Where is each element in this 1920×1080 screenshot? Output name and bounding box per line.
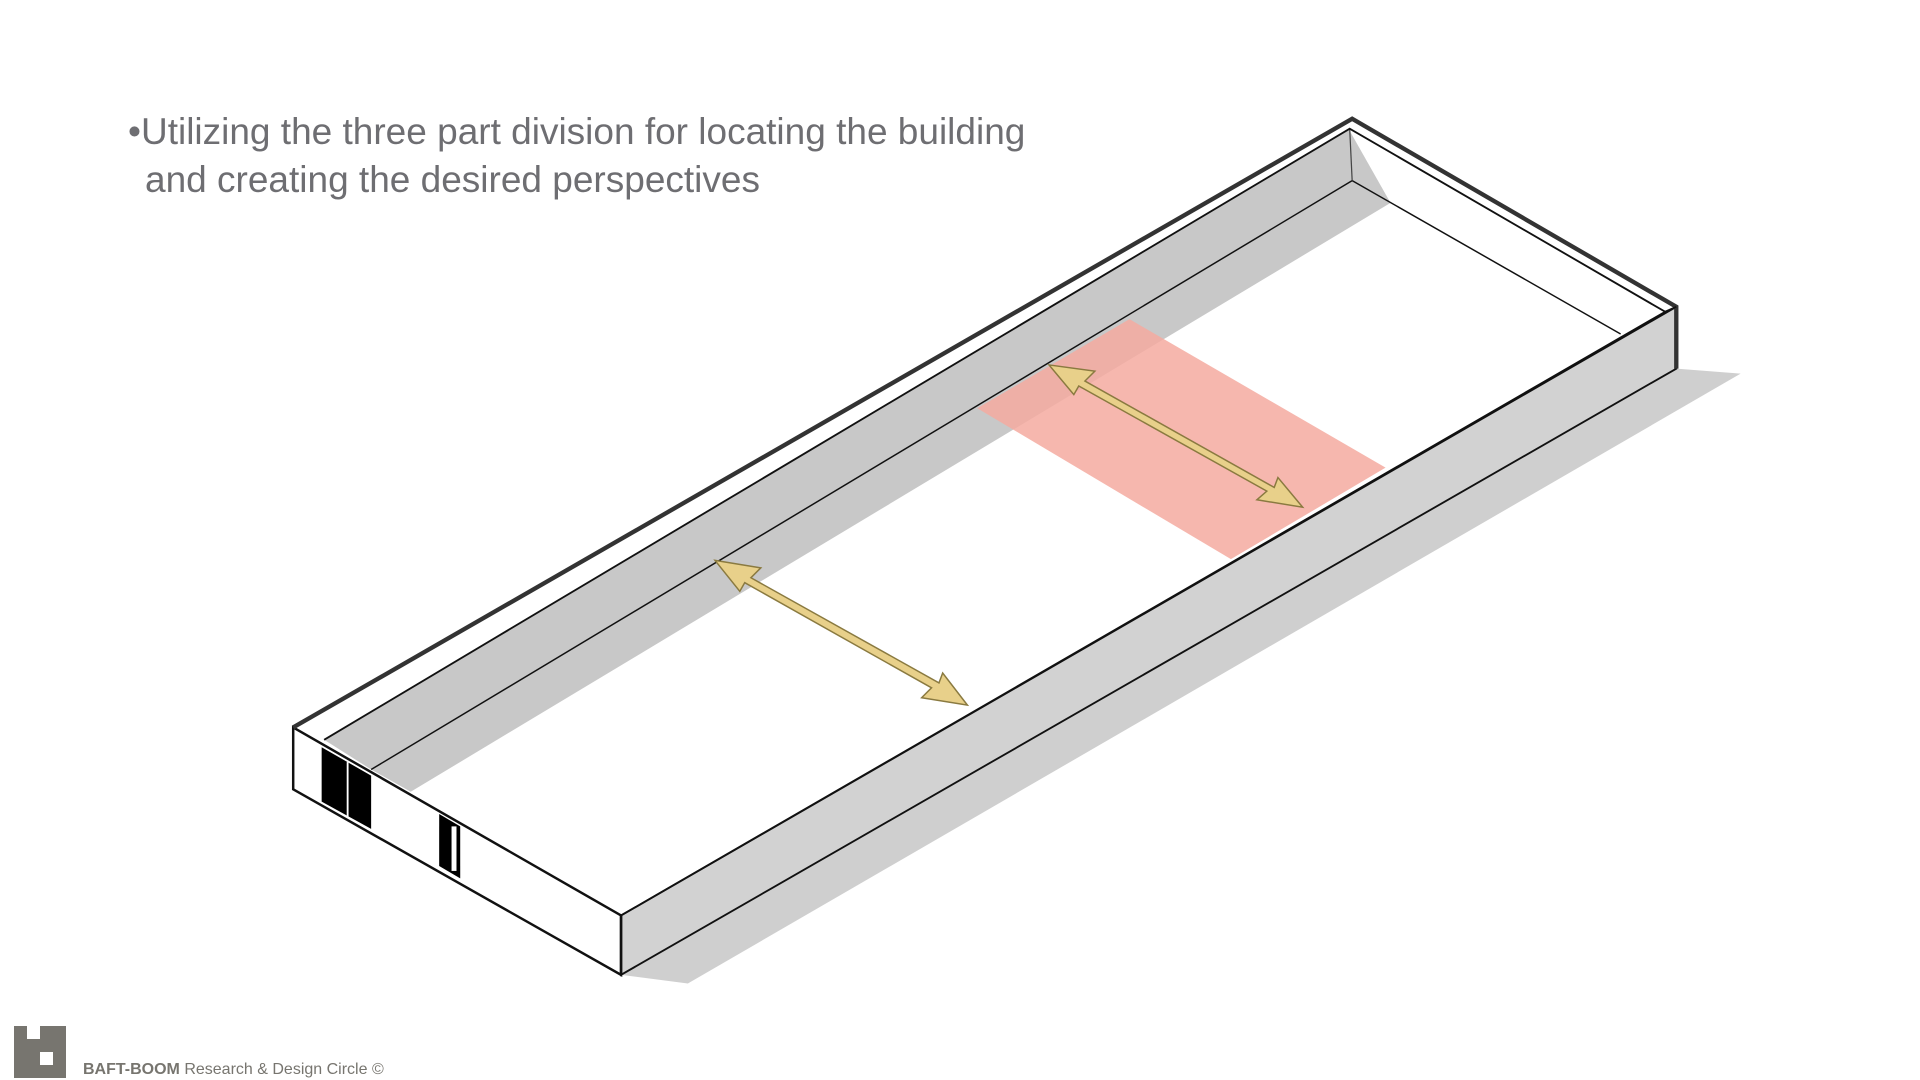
footer-subtitle: Research & Design Circle [184, 1061, 368, 1078]
caption-line-1: •Utilizing the three part division for l… [128, 111, 1026, 152]
caption: •Utilizing the three part division for l… [128, 108, 1025, 204]
brand-logo [14, 1026, 66, 1078]
ground-shadow [621, 368, 1741, 984]
caption-line-2: and creating the desired perspectives [145, 159, 760, 200]
rim-corner [1664, 305, 1677, 313]
inner-back-wall-edge [1349, 128, 1353, 181]
wall-rim-inner [323, 127, 1668, 917]
front-opening-1 [321, 747, 372, 829]
floor-edge-left [370, 179, 1353, 771]
interior-wall-shadow [324, 128, 1391, 792]
footer-brand: BAFT-BOOM [83, 1061, 180, 1078]
floor-edge-back [1351, 179, 1621, 335]
wall-rim-outer [292, 116, 1679, 730]
double-arrow-upper [1047, 363, 1305, 509]
copyright-icon: © [371, 1061, 384, 1078]
double-arrow-lower [713, 559, 970, 707]
footer-credit: BAFT-BOOM Research & Design Circle © [83, 1061, 384, 1079]
door-panel [451, 826, 457, 871]
